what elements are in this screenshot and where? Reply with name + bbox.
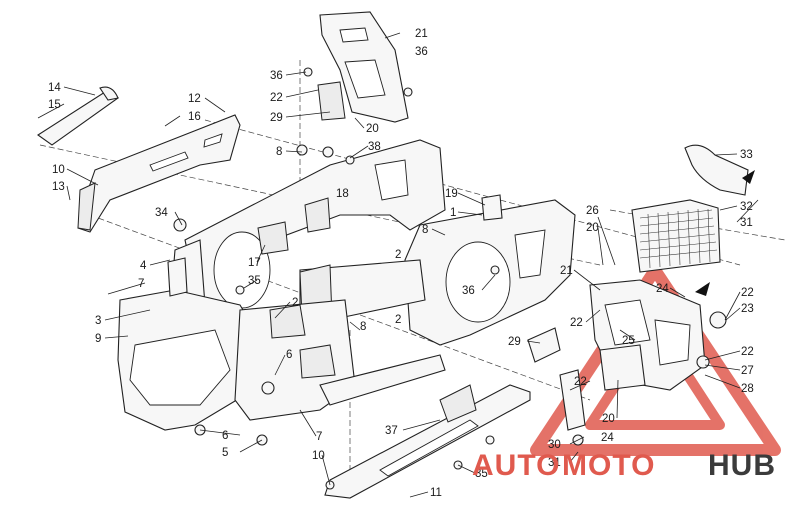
callout-2: 2	[292, 297, 298, 309]
bracket-33	[684, 144, 749, 196]
callout-32: 32	[740, 201, 753, 213]
chassis-frame	[169, 139, 576, 346]
callout-labels: 14 15 12 16 10 13 34 4 7 3 9 8 38 18 17 …	[48, 28, 754, 499]
watermark-auto: AUTO	[472, 449, 560, 482]
callout-28: 28	[741, 383, 754, 395]
callout-22: 22	[570, 317, 583, 329]
callout-22: 22	[741, 287, 754, 299]
callout-2: 2	[395, 314, 401, 326]
callout-21: 21	[415, 28, 428, 40]
callout-8: 8	[360, 321, 366, 333]
callout-27: 27	[741, 365, 754, 377]
callout-16: 16	[188, 111, 201, 123]
callout-7: 7	[138, 278, 144, 290]
callout-5: 5	[222, 447, 228, 459]
callout-29: 29	[508, 336, 521, 348]
front-bumper	[77, 114, 241, 233]
arrow-icon	[742, 170, 755, 184]
running-board	[324, 384, 531, 499]
callout-3: 3	[95, 315, 101, 327]
callout-35: 35	[248, 275, 261, 287]
callout-33: 33	[740, 149, 753, 161]
grille-screen	[631, 199, 721, 273]
callout-24: 24	[656, 283, 669, 295]
callout-4: 4	[140, 260, 147, 272]
callout-8: 8	[422, 224, 428, 236]
callout-37: 37	[385, 425, 398, 437]
callout-2: 2	[395, 249, 401, 261]
front-bumper-bar	[37, 86, 120, 146]
callout-31: 31	[740, 217, 753, 229]
direction-arrows	[695, 170, 755, 296]
small-brackets	[167, 67, 727, 490]
watermark-hub: HUB	[708, 449, 776, 482]
callout-20: 20	[586, 222, 599, 234]
callout-36: 36	[415, 46, 428, 58]
callout-15: 15	[48, 99, 61, 111]
callout-13: 13	[52, 181, 65, 193]
arrow-icon	[695, 282, 710, 296]
callout-36: 36	[462, 285, 475, 297]
callout-6: 6	[222, 430, 228, 442]
callout-12: 12	[188, 93, 201, 105]
callout-22: 22	[270, 92, 283, 104]
callout-10: 10	[312, 450, 325, 462]
callout-38: 38	[368, 141, 381, 153]
callout-8: 8	[276, 146, 282, 158]
callout-1: 1	[450, 207, 456, 219]
watermark-moto: MOTO	[562, 449, 655, 482]
callout-29: 29	[270, 112, 283, 124]
watermark-text: AUTO MOTO HUB	[472, 449, 776, 482]
callout-26: 26	[586, 205, 599, 217]
callout-11: 11	[430, 487, 442, 499]
callout-25: 25	[622, 335, 635, 347]
callout-20: 20	[602, 413, 615, 425]
callout-17: 17	[248, 257, 261, 269]
callout-20: 20	[366, 123, 379, 135]
callout-34: 34	[155, 207, 168, 219]
leader-lines	[37, 32, 759, 498]
callout-24: 24	[601, 432, 614, 444]
callout-22: 22	[574, 376, 587, 388]
callout-14: 14	[48, 82, 61, 94]
steering-post-bracket	[317, 11, 409, 123]
callout-9: 9	[95, 333, 101, 345]
callout-7: 7	[316, 431, 322, 443]
callout-6: 6	[286, 349, 292, 361]
callout-36: 36	[270, 70, 283, 82]
callout-23: 23	[741, 303, 754, 315]
front-nose-mount	[117, 289, 446, 431]
callout-19: 19	[445, 188, 458, 200]
callout-35: 35	[475, 468, 488, 480]
callout-22: 22	[741, 346, 754, 358]
callout-31: 31	[548, 457, 561, 469]
callout-18: 18	[336, 188, 349, 200]
callout-10: 10	[52, 164, 65, 176]
callout-30: 30	[548, 439, 561, 451]
callout-21: 21	[560, 265, 573, 277]
